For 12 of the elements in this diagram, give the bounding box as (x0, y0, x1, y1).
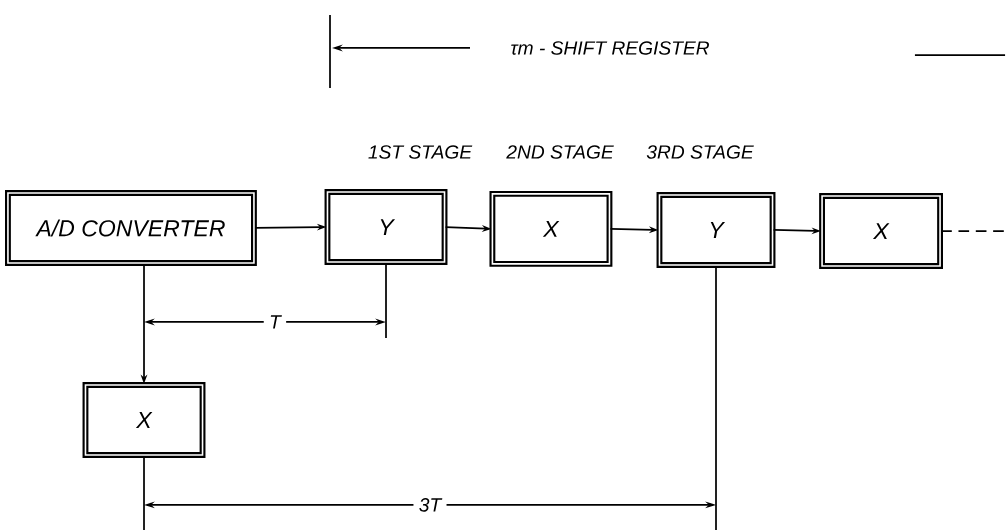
stage-label: 1ST STAGE (368, 145, 473, 159)
dimension-label: T (263, 310, 287, 334)
dimension-label: 3T (413, 492, 447, 518)
stage-label: 2ND STAGE (506, 145, 614, 159)
stage-label: 3RD STAGE (646, 145, 754, 159)
process-box: X (489, 191, 613, 267)
process-box: X (819, 193, 943, 269)
process-box: Y (656, 192, 776, 268)
process-box: X (82, 382, 206, 458)
process-box: Y (324, 189, 448, 265)
process-box: A/D CONVERTER (5, 190, 257, 266)
dimension-label: τm - SHIFT REGISTER (505, 35, 715, 61)
